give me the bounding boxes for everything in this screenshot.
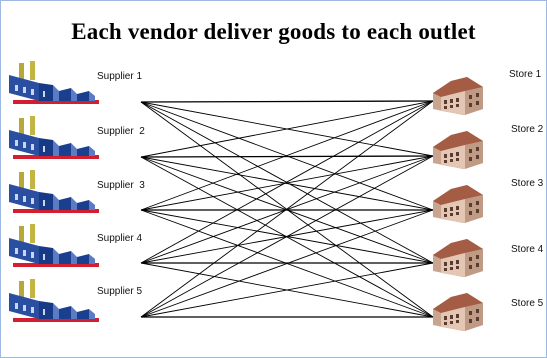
- building-icon: [433, 239, 483, 277]
- supplier-label: Supplier 4: [97, 233, 142, 244]
- building-icon: [433, 131, 483, 169]
- factory-icon: [9, 61, 99, 104]
- store-1: Store 1: [433, 69, 542, 115]
- delivery-line: [140, 100, 434, 318]
- delivery-line: [140, 100, 434, 103]
- delivery-line: [140, 100, 434, 158]
- store-3: Store 3: [433, 178, 544, 223]
- supplier-label: Supplier 1: [97, 71, 142, 82]
- diagram-title: Each vendor deliver goods to each outlet: [71, 19, 476, 44]
- delivery-line: [140, 155, 434, 158]
- delivery-lines: [140, 100, 434, 318]
- supplier-5: Supplier 5: [9, 279, 142, 322]
- building-icon: [433, 293, 483, 331]
- store-label: Store 5: [511, 298, 544, 309]
- store-label: Store 2: [511, 124, 544, 135]
- building-icon: [433, 185, 483, 223]
- factory-icon: [9, 279, 99, 322]
- store-label: Store 3: [511, 178, 544, 189]
- factory-icon: [9, 116, 99, 159]
- supplier-label: Supplier 3: [97, 180, 145, 191]
- store-5: Store 5: [433, 293, 544, 331]
- supplier-label: Supplier 5: [97, 286, 142, 297]
- building-icon: [433, 77, 483, 115]
- supplier-1: Supplier 1: [9, 61, 142, 104]
- store-label: Store 4: [511, 244, 544, 255]
- delivery-line: [140, 100, 434, 211]
- delivery-line: [140, 100, 434, 264]
- supplier-4: Supplier 4: [9, 224, 142, 267]
- store-label: Store 1: [509, 69, 542, 80]
- store-4: Store 4: [433, 239, 544, 277]
- store-2: Store 2: [433, 124, 544, 169]
- delivery-line: [140, 209, 434, 318]
- delivery-line: [140, 155, 434, 318]
- supplier-2: Supplier 2: [9, 116, 145, 159]
- delivery-line: [140, 155, 434, 211]
- supplier-label: Supplier 2: [97, 126, 145, 137]
- supplier-3: Supplier 3: [9, 170, 145, 213]
- delivery-line: [140, 262, 434, 318]
- factory-icon: [9, 170, 99, 213]
- factory-icon: [9, 224, 99, 267]
- delivery-line: [140, 156, 434, 211]
